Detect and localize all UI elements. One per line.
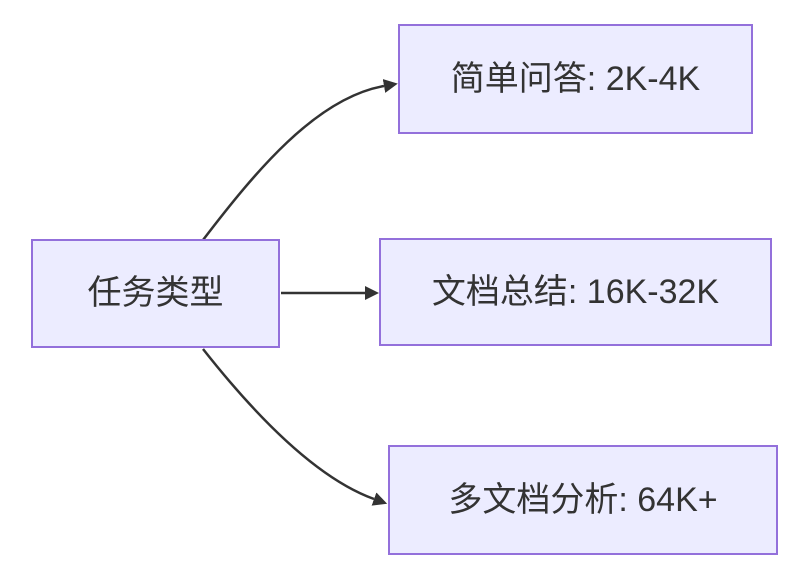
node-task-type-label: 任务类型 [87,274,224,313]
edge-root-to-branch-2 [202,348,388,506]
edge-root-to-branch-0 [202,79,398,241]
node-multi-doc-analysis-label: 多文档分析: 64K+ [448,480,718,519]
node-doc-summary-label: 文档总结: 16K-32K [431,272,720,311]
node-simple-qa-label: 简单问答: 2K-4K [450,59,701,98]
node-simple-qa: 简单问答: 2K-4K [398,24,753,134]
node-task-type: 任务类型 [31,239,280,348]
node-doc-summary: 文档总结: 16K-32K [379,238,772,346]
node-multi-doc-analysis: 多文档分析: 64K+ [388,445,778,555]
